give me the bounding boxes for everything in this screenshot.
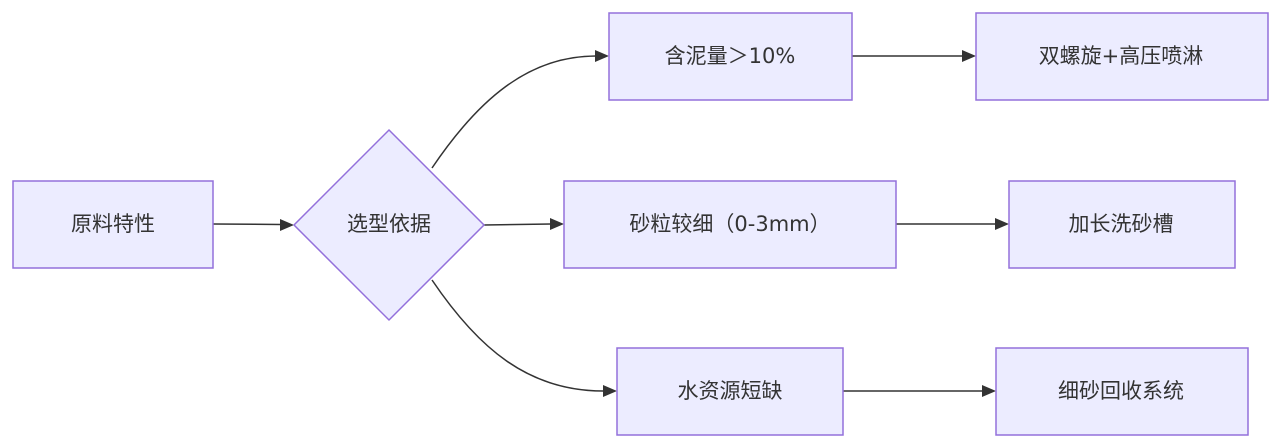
node-decision-label: 选型依据 <box>347 212 431 236</box>
edge-decision-to-water <box>431 279 604 392</box>
node-water-condition-label: 水资源短缺 <box>678 379 783 403</box>
edge-source-to-decision <box>212 223 282 226</box>
node-clay-solution: 双螺旋+高压喷淋 <box>975 12 1269 101</box>
node-clay-condition: 含泥量＞10% <box>608 12 853 101</box>
node-clay-solution-label: 双螺旋+高压喷淋 <box>1039 44 1204 68</box>
arrow-head <box>595 50 609 62</box>
edges <box>212 50 1009 397</box>
node-decision: 选型依据 <box>292 128 486 322</box>
node-fine-sand-solution-box <box>1008 180 1236 269</box>
arrow-head <box>962 50 976 62</box>
node-water-solution-box <box>995 347 1249 436</box>
node-clay-solution-box <box>975 12 1269 101</box>
arrow-head <box>280 219 294 231</box>
node-water-condition-box <box>616 347 844 436</box>
node-fine-sand-solution-label: 加长洗砂槽 <box>1069 212 1174 236</box>
node-fine-sand-condition-box <box>563 180 897 269</box>
arrow-head <box>995 218 1009 230</box>
arrow-head <box>603 385 617 397</box>
arrow-head <box>550 218 564 230</box>
node-clay-condition-box <box>608 12 853 101</box>
node-water-solution-label: 细砂回收系统 <box>1058 379 1184 403</box>
node-clay-condition-label: 含泥量＞10% <box>665 44 796 68</box>
node-water-solution: 细砂回收系统 <box>995 347 1249 436</box>
node-fine-sand-condition: 砂粒较细（0-3mm） <box>563 180 897 269</box>
node-source-box <box>12 180 214 269</box>
node-source-label: 原料特性 <box>71 212 155 236</box>
edge-decision-to-fine-sand <box>483 223 552 226</box>
edge-decision-to-clay <box>431 55 597 169</box>
node-decision-diamond <box>292 128 486 322</box>
node-fine-sand-solution: 加长洗砂槽 <box>1008 180 1236 269</box>
node-water-condition: 水资源短缺 <box>616 347 844 436</box>
node-fine-sand-condition-label: 砂粒较细（0-3mm） <box>629 212 830 236</box>
node-source: 原料特性 <box>12 180 214 269</box>
arrow-head <box>982 385 996 397</box>
